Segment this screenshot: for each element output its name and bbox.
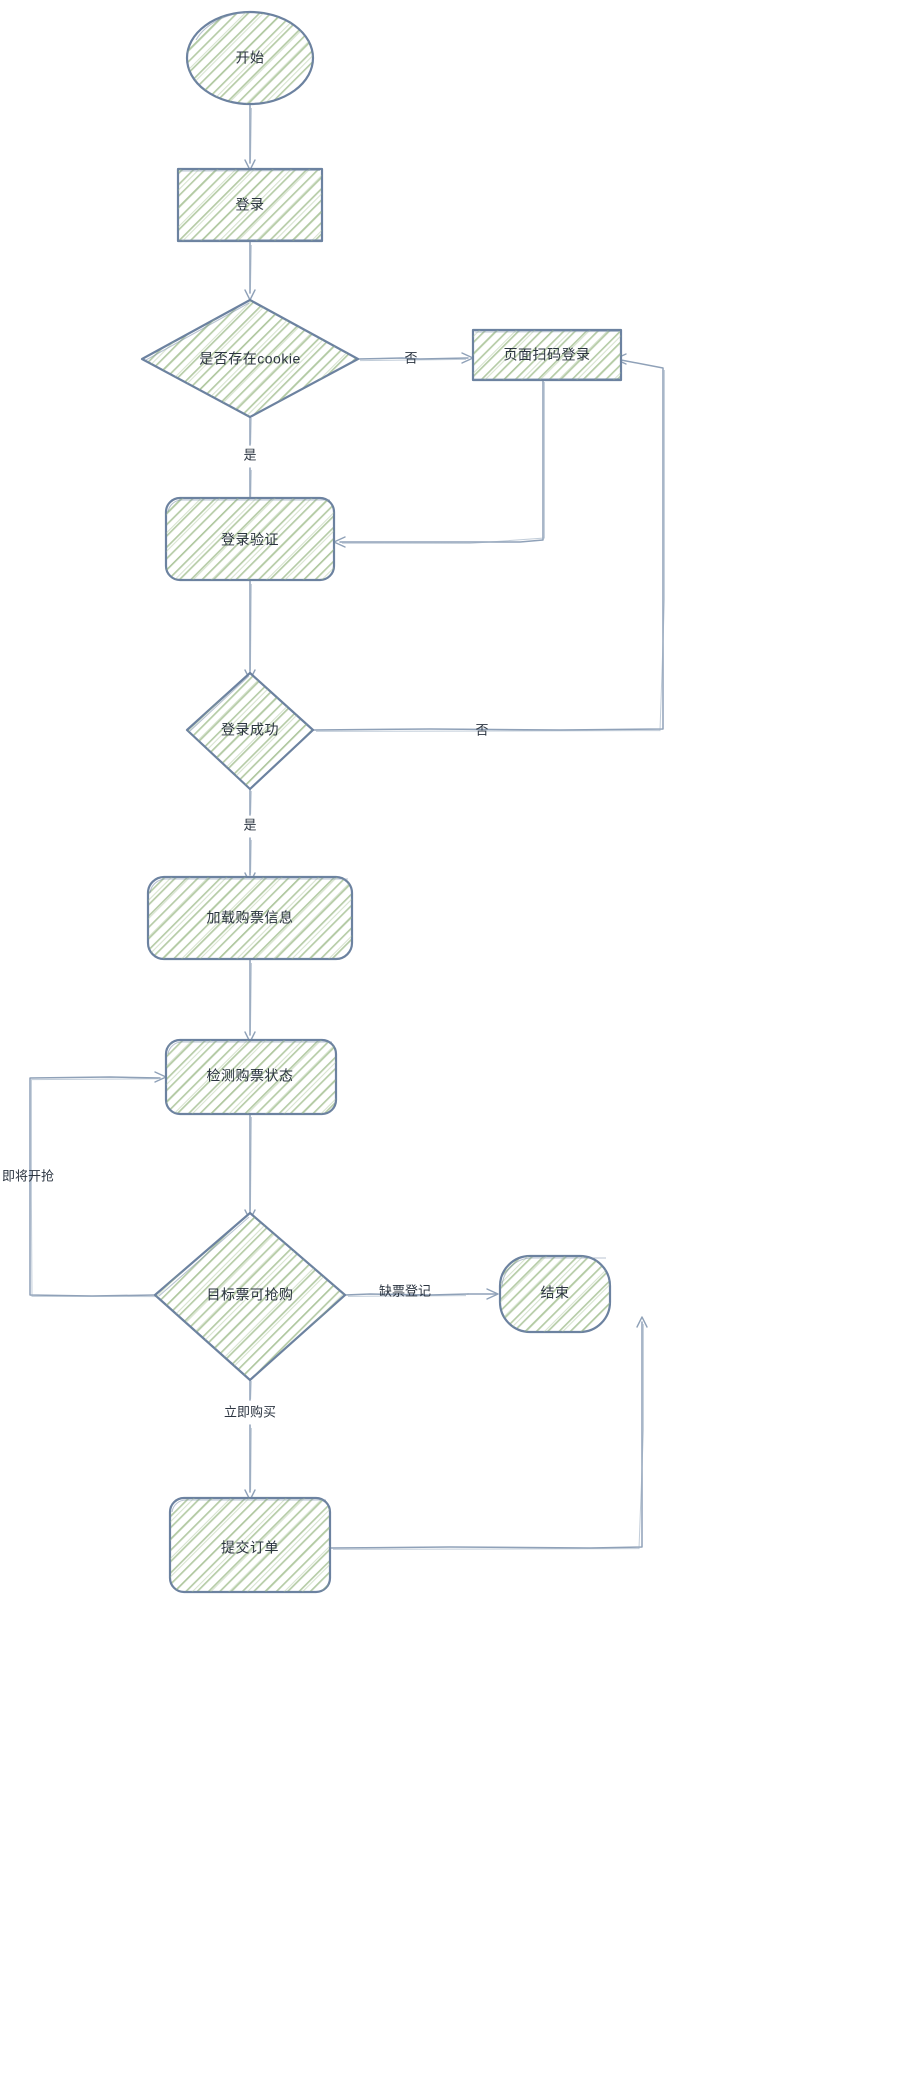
node-login-ok-label: 登录成功 [221,722,279,738]
node-end-label: 结束 [541,1285,570,1301]
node-start[interactable]: 开始 [185,10,315,106]
edge-label-canbuy-to-end: 缺票登记 [379,1283,431,1298]
edge-label-loginok-yes: 是 [243,817,256,832]
edge-label-canbuy-loop: 即将开抢 [2,1168,54,1183]
edge-canbuy-to-end: 缺票登记 [344,1283,499,1300]
node-layer: 开始 登录 是否存在cookie 页面扫码登录 登录验证 [140,10,623,1594]
node-login-label: 登录 [236,197,265,213]
node-submit-label: 提交订单 [221,1540,279,1556]
edge-loginok-no-to-scan: 否 [312,353,665,737]
node-load-info[interactable]: 加载购票信息 [146,875,354,961]
edge-verify-to-loginok [244,579,256,681]
edge-load-to-check [244,958,256,1043]
node-has-cookie-label: 是否存在cookie [199,351,300,367]
edge-scan-to-verify [333,378,545,548]
node-has-cookie[interactable]: 是否存在cookie [140,298,360,419]
edge-start-to-login [244,103,256,171]
edge-submit-to-end [329,1316,648,1550]
edge-cookie-no-to-scan: 否 [357,350,474,365]
node-load-info-label: 加载购票信息 [207,910,294,926]
edge-label-cookie-yes: 是 [243,447,256,462]
edge-label-cookie-no: 否 [404,350,417,365]
node-check-state-label: 检测购票状态 [207,1068,294,1084]
edge-canbuy-loop-to-check: 即将开抢 [2,1071,167,1298]
node-login-verify-label: 登录验证 [221,532,279,548]
node-login[interactable]: 登录 [176,167,324,243]
edge-loginok-yes-to-load: 是 [243,787,257,884]
node-login-verify[interactable]: 登录验证 [164,496,336,582]
edge-login-to-cookie [244,240,256,301]
edge-label-canbuy-to-submit: 立即购买 [224,1404,276,1419]
node-start-label: 开始 [236,50,265,66]
edge-canbuy-to-submit: 立即购买 [224,1377,276,1501]
node-end[interactable]: 结束 [498,1254,612,1334]
node-submit[interactable]: 提交订单 [168,1496,332,1594]
edge-check-to-canbuy [244,1112,256,1221]
node-scan-login-label: 页面扫码登录 [504,347,591,363]
node-can-buy[interactable]: 目标票可抢购 [153,1211,347,1382]
node-scan-login[interactable]: 页面扫码登录 [471,328,623,382]
node-can-buy-label: 目标票可抢购 [207,1287,294,1303]
node-login-ok[interactable]: 登录成功 [185,671,315,791]
edge-label-loginok-no: 否 [475,722,488,737]
node-check-state[interactable]: 检测购票状态 [164,1038,338,1116]
